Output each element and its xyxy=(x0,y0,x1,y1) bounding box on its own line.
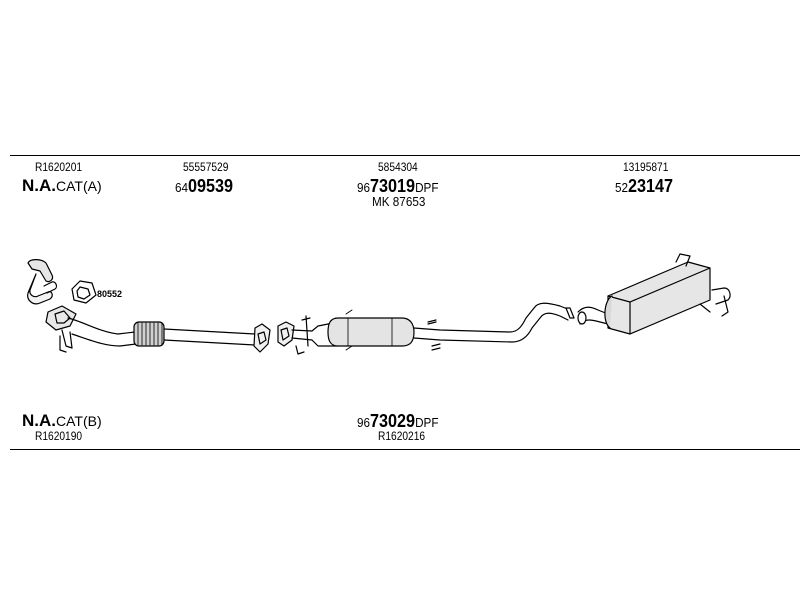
front-pipe-number: 55557529 xyxy=(183,160,229,174)
front-pipe-code-prefix: 64 xyxy=(175,180,189,195)
variant-a-prefix: N.A. xyxy=(22,176,56,195)
front-pipe-code-main: 09539 xyxy=(188,176,234,196)
dpf-b-code: 9673029DPF xyxy=(357,412,438,430)
diesel-particulate-filter xyxy=(277,302,575,355)
mounting-bracket xyxy=(27,259,58,305)
dpf-b-ref: R1620216 xyxy=(378,429,426,443)
bottom-separator-line xyxy=(10,449,800,450)
dpf-a-number: 5854304 xyxy=(378,160,418,174)
variant-b-label: N.A.CAT(B) xyxy=(22,412,102,430)
dpf-a-mk: MK 87653 xyxy=(372,194,426,209)
dpf-b-code-main: 73029 xyxy=(370,411,416,431)
dpf-a-code-main: 73019 xyxy=(370,176,416,196)
variant-a-ref: R1620201 xyxy=(35,160,83,174)
variant-b-prefix: N.A. xyxy=(22,411,56,430)
variant-a-label: N.A.CAT(A) xyxy=(22,177,102,195)
variant-a-suffix: CAT(A) xyxy=(56,178,102,194)
front-pipe-code: 6409539 xyxy=(175,177,233,195)
dpf-a-code: 9673019DPF xyxy=(357,177,438,195)
front-pipe-with-catalyst xyxy=(45,305,271,353)
gasket-part xyxy=(71,280,97,304)
gasket-callout: 80552 xyxy=(97,289,122,299)
variant-b-ref: R1620190 xyxy=(35,429,83,443)
rear-silencer-code: 5223147 xyxy=(615,177,673,195)
rear-silencer-number: 13195871 xyxy=(623,160,669,174)
dpf-b-code-prefix: 96 xyxy=(357,415,371,430)
top-separator-line xyxy=(10,155,800,156)
dpf-b-code-suffix: DPF xyxy=(415,415,439,430)
dpf-a-code-suffix: DPF xyxy=(415,180,439,195)
variant-b-suffix: CAT(B) xyxy=(56,413,102,429)
rear-silencer-code-prefix: 52 xyxy=(615,180,629,195)
dpf-a-code-prefix: 96 xyxy=(357,180,371,195)
rear-silencer-code-main: 23147 xyxy=(628,176,674,196)
rear-silencer xyxy=(577,253,731,335)
